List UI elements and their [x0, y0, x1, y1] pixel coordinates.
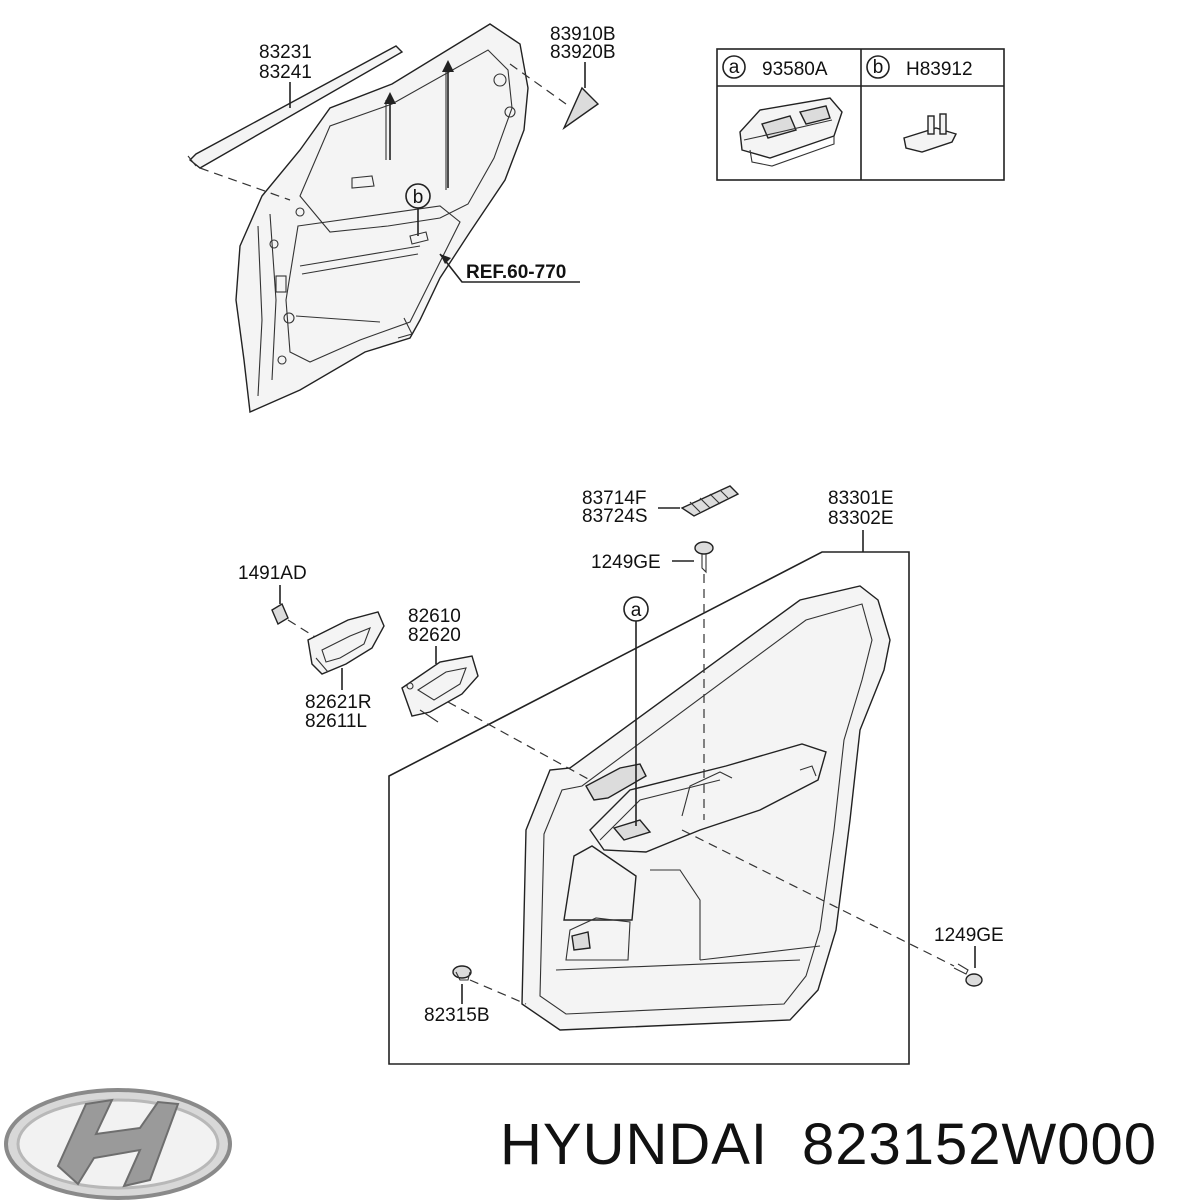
clip-illustration [903, 113, 957, 153]
garnish-label-2: 83724S [582, 506, 648, 527]
inside-handle-label-1: 82610 [408, 606, 461, 627]
trim-garnish-part: 83714F 83724S [582, 485, 740, 527]
weatherstrip-part: 83231 83241 [187, 42, 404, 201]
callout-b-frame: b [405, 183, 431, 245]
clip-label: 1491AD [238, 563, 307, 584]
ref-pointer: REF.60-770 [439, 253, 580, 283]
door-frame-illustration [235, 23, 529, 414]
screw-top-part: 1249GE [591, 541, 714, 820]
legend-part-a: 93580A [762, 59, 828, 80]
part-number: 823152W000 [802, 1112, 1157, 1177]
weatherstrip-label-1: 83231 [259, 42, 312, 63]
legend-marker-b: b [873, 57, 884, 78]
trim-panel-label-2: 83302E [828, 508, 894, 529]
delta-glass-part: 83910B 83920B [509, 24, 616, 131]
legend-table: a 93580A b H83912 [716, 48, 1005, 181]
callout-b-marker: b [413, 187, 424, 208]
legend-marker-a: a [729, 57, 740, 78]
inside-handle-label-2: 82620 [408, 625, 461, 646]
screw-top-label: 1249GE [591, 552, 661, 573]
handle-bezel-part: 82621R 82611L [305, 611, 385, 732]
trim-assembly-frame [388, 551, 910, 1065]
garnish-label-1: 83714F [582, 488, 646, 509]
callout-a-trim: a [623, 596, 649, 826]
fastener-label: 82315B [424, 1005, 490, 1026]
delta-glass-label-2: 83920B [550, 42, 616, 63]
weatherstrip-label-2: 83241 [259, 62, 312, 83]
callout-a-marker: a [631, 600, 642, 621]
door-trim-panel [521, 585, 891, 1031]
trim-panel-label-group: 83301E 83302E [828, 488, 894, 552]
legend-part-b: H83912 [906, 59, 973, 80]
trim-panel-label-1: 83301E [828, 488, 894, 509]
brand-text: HYUNDAI [500, 1112, 768, 1177]
inside-handle-part: 82610 82620 [401, 606, 591, 781]
delta-glass-label-1: 83910B [550, 24, 616, 45]
hyundai-logo [4, 1088, 232, 1200]
bezel-label-1: 82621R [305, 692, 372, 713]
screw-right-label: 1249GE [934, 925, 1004, 946]
window-switch-illustration [739, 97, 843, 167]
bezel-label-2: 82611L [305, 711, 367, 732]
screw-right-part: 1249GE [681, 829, 1004, 987]
fastener-part: 82315B [424, 965, 527, 1026]
ref-label: REF.60-770 [466, 262, 566, 283]
retainer-clip-part: 1491AD [238, 563, 321, 641]
